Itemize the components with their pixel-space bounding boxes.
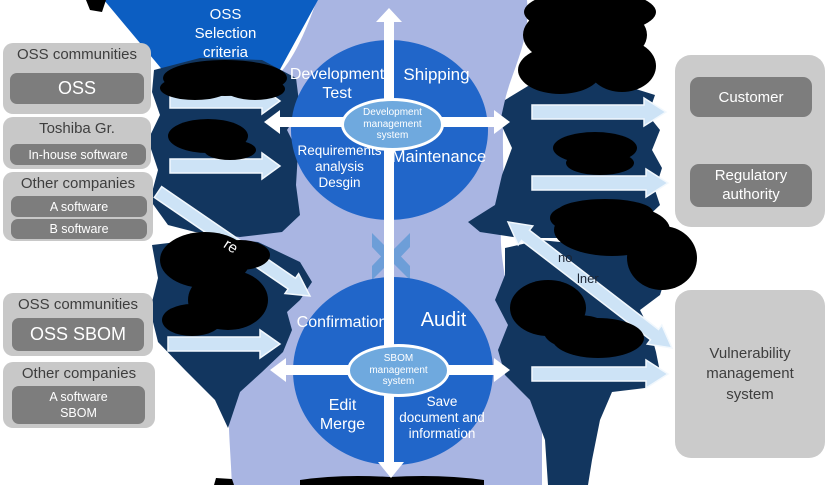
item-a-software: A software	[11, 196, 147, 217]
redaction-scribble-right-mid-1	[553, 132, 637, 175]
arrow-to-vulnerability-system	[531, 358, 670, 390]
oss-selection-criteria-label: OSS Selection criteria	[194, 6, 257, 61]
redaction-scribble-vulnerability	[510, 204, 697, 358]
sbom-cycle-arrow-right-icon	[494, 358, 510, 382]
arrow-to-customer	[531, 96, 668, 128]
dev-cycle-arrow-right-icon	[494, 110, 510, 134]
redaction-scribble-left-1	[160, 60, 287, 100]
item-inhouse-software: In-house software	[10, 144, 146, 165]
dev-cycle-arrow-left-icon	[264, 110, 280, 134]
cycle-arrow-up-icon	[376, 8, 402, 22]
redaction-scribble-left-3	[160, 232, 270, 336]
redaction-mark-bottom-left	[214, 478, 234, 485]
vulnerability-management-panel	[675, 290, 825, 458]
regulatory-authority-box: Regulatory authority	[690, 164, 812, 207]
group-header: Toshiba Gr.	[39, 120, 115, 137]
arrow-to-regulatory	[531, 167, 670, 199]
cycle-arrow-down-icon	[378, 462, 404, 478]
item-oss: OSS	[10, 73, 144, 104]
vulnerability-management-label: Vulnerability management system	[706, 345, 794, 403]
quadrant-shipping: Shipping	[403, 65, 470, 84]
fragment-vulnerability-1: no	[558, 250, 573, 265]
fragment-vulnerability-2: lner	[577, 271, 599, 286]
redaction-corner-mark	[86, 0, 106, 12]
quadrant-development-test: Development Test	[289, 66, 385, 103]
group-header: OSS communities	[16, 46, 138, 63]
sbom-cycle-arrow-left-icon	[270, 358, 286, 382]
redaction-scribble-top-right	[518, 0, 656, 94]
item-oss-sbom: OSS SBOM	[12, 318, 144, 351]
item-b-software: B software	[11, 219, 147, 239]
group-header: OSS communities	[17, 296, 139, 313]
customer-box: Customer	[690, 77, 812, 117]
item-a-software-sbom: A software SBOM	[12, 386, 145, 424]
quadrant-edit-merge: Edit Merge	[319, 397, 366, 434]
redaction-strip-bottom	[300, 476, 484, 485]
arrow-sbom-to-audit	[167, 328, 282, 360]
cycle-vertical-bar	[384, 20, 394, 466]
group-header: Other companies	[21, 365, 137, 382]
group-header: Other companies	[20, 175, 136, 192]
quadrant-audit: Audit	[420, 309, 467, 331]
redaction-scribble-left-2	[168, 119, 256, 160]
sbom-management-system-oval: SBOM management system	[347, 344, 450, 397]
quadrant-requirements-analysis-design: Requirements analysis Desgin	[297, 143, 382, 191]
arrow-vulnerability-diagonal	[506, 221, 674, 349]
arrow-inhouse-to-dev	[169, 151, 282, 181]
development-management-system-oval: Development management system	[341, 98, 444, 151]
quadrant-confirmation: Confirmation	[296, 314, 388, 331]
quadrant-maintenance: Maintenance	[391, 148, 487, 166]
quadrant-save-document: Save document and information	[399, 394, 485, 442]
